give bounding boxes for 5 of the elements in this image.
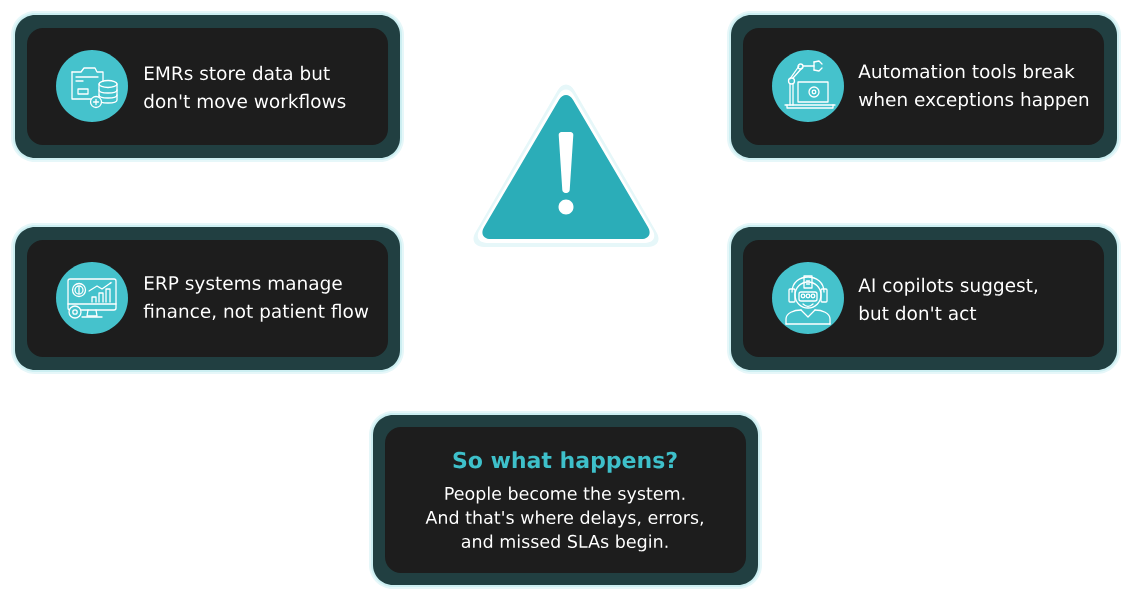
text-card: ERP systems manage finance, not patient flow [11, 223, 404, 374]
text-card: AI copilots suggest, but don't act [727, 223, 1121, 374]
text-card: EMRs store data but don't move workflows [11, 11, 404, 162]
summary-card: So what happens? People become the system. And that's where delays, errors, and missed SLAs begin. [369, 411, 762, 589]
text-card: Automation tools break when exceptions happen [727, 11, 1121, 162]
